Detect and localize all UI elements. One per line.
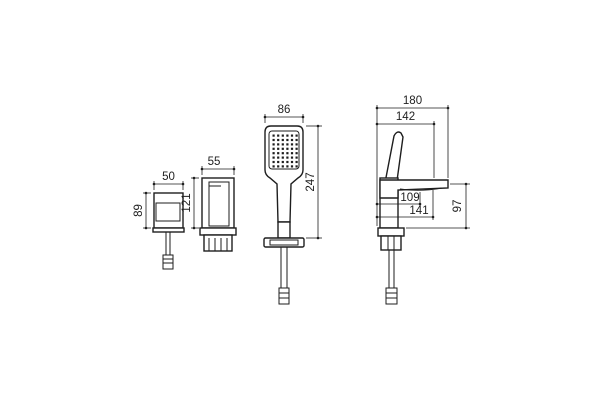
shower-nozzle [281,134,284,137]
dimension-label-121: 121 [181,193,193,212]
shower-nozzle [286,143,289,146]
shower-nozzle [290,138,294,142]
valve-flange [152,227,185,233]
shower-nozzle [290,165,294,168]
shower-nozzle [277,134,280,137]
shower-nozzle [281,160,284,164]
spout-base [377,227,405,237]
shower-nozzle [286,160,289,164]
shower-nozzle [281,147,284,150]
shower-nozzle [286,152,289,155]
dimension-label-141: 141 [409,205,428,217]
dimension-89: 89 [133,191,151,230]
dimension-109: 109 [375,192,422,207]
diverter-flange [199,227,237,236]
shower-nozzle [281,156,284,159]
shower-face [268,130,300,170]
spout-arm [379,179,449,199]
shower-nozzle [290,147,294,150]
valve-inner-panel [155,202,181,222]
dimension-label-50: 50 [162,171,175,183]
dimension-50: 50 [152,171,185,190]
dimension-label-180: 180 [403,95,422,107]
diverter-inner [208,181,230,227]
shower-nozzle [272,152,275,155]
valve-body [153,192,184,229]
shower-nozzle [277,165,280,168]
shower-nozzle [295,134,298,137]
shower-nozzle [281,138,284,142]
dimension-label-109: 109 [400,192,419,204]
spout-component [377,131,449,305]
shower-nozzle [295,143,298,146]
valve-hose-fitting [162,254,174,270]
shower-nozzle [277,160,280,164]
shower-nozzle [272,156,275,159]
shower-nozzle [290,134,294,137]
dimension-97: 97 [406,182,470,230]
shower-nozzle [272,160,275,164]
shower-nozzle [277,138,280,142]
dimension-247: 247 [305,124,322,240]
valve-component [152,192,185,270]
shower-handle-base [277,221,291,239]
shower-nozzle [272,143,275,146]
shower-nozzle [286,156,289,159]
shower-nozzle [277,147,280,150]
shower-nozzle [290,160,294,164]
dimension-label-247: 247 [305,172,317,191]
hand-shower-component [263,125,305,305]
shower-nozzle [272,138,275,142]
shower-nozzle [290,156,294,159]
shower-nozzle [290,143,294,146]
shower-nozzle [281,143,284,146]
shower-nozzle [295,138,298,142]
dimension-86: 86 [263,104,305,123]
shower-nozzle [295,147,298,150]
shower-nozzle [286,134,289,137]
diverter-lower-body [203,234,233,252]
shower-nozzle [277,156,280,159]
shower-nozzle-grid [272,134,298,168]
shower-hose-fitting [278,287,290,305]
shower-nozzle [295,160,298,164]
shower-nozzle [281,152,284,155]
diverter-component [199,177,237,252]
shower-nozzle [295,165,298,168]
shower-nozzle [277,143,280,146]
dimension-label-97: 97 [452,200,464,213]
spout-lower-body [380,235,402,251]
shower-nozzle [277,152,280,155]
spout-hose-fitting [385,287,398,305]
dimension-label-89: 89 [133,204,145,217]
spout-handle-lever [383,131,404,189]
dimension-121: 121 [181,176,199,230]
shower-nozzle [286,138,289,142]
dimension-label-86: 86 [278,104,291,116]
shower-nozzle [272,165,275,168]
shower-nozzle [295,152,298,155]
shower-nozzle [272,147,275,150]
shower-nozzle [286,147,289,150]
dimension-141: 141 [375,190,435,220]
shower-nozzle [272,134,275,137]
dimension-180: 180 [375,95,450,226]
shower-nozzle [295,156,298,159]
shower-nozzle [290,152,294,155]
dimension-label-142: 142 [396,111,415,123]
dimension-label-55: 55 [208,156,221,168]
shower-nozzle [281,165,284,168]
shower-nozzle [286,165,289,168]
dimension-142: 142 [375,111,436,178]
dimension-55: 55 [200,156,236,175]
